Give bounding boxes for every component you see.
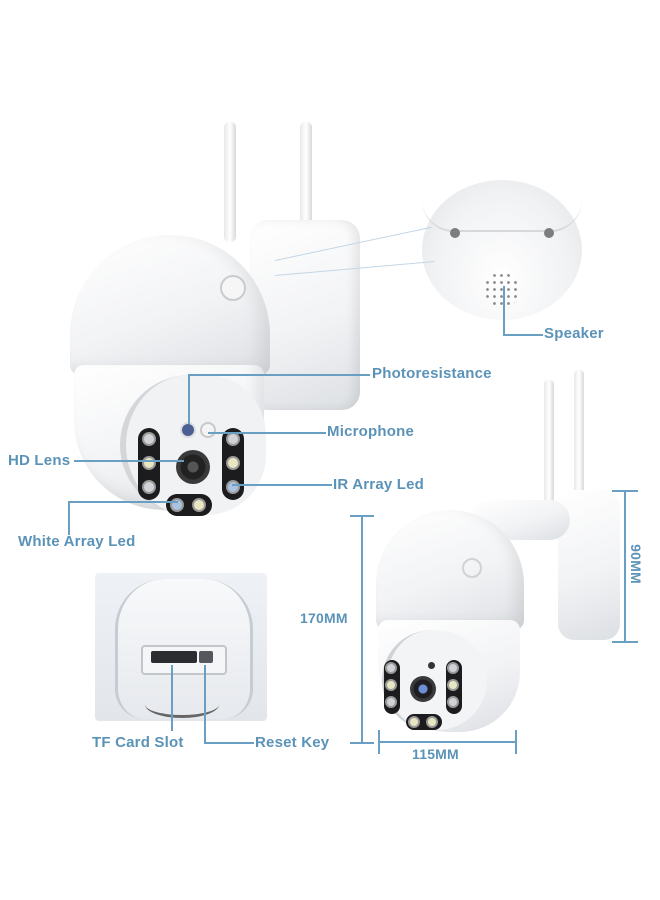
leader-line-speaker	[503, 334, 543, 336]
dimension-width-label: 115MM	[412, 746, 459, 762]
dimension-tick	[612, 641, 638, 643]
ir-led-icon	[142, 480, 156, 494]
dimension-camera-illustration	[370, 370, 620, 750]
dimension-height-label: 170MM	[300, 610, 348, 626]
leader-line-photoresistance	[188, 374, 190, 424]
label-tf-card-slot: TF Card Slot	[92, 734, 184, 751]
label-ir-array-led: IR Array Led	[333, 476, 425, 493]
leader-line-reset-key	[204, 665, 206, 743]
label-microphone: Microphone	[327, 423, 414, 440]
dimension-tick	[515, 730, 517, 754]
white-led-icon	[142, 456, 156, 470]
dimension-line-width	[378, 741, 516, 743]
inset-arc	[145, 691, 219, 718]
microphone-icon	[200, 422, 216, 438]
label-hd-lens: HD Lens	[8, 452, 71, 469]
camera-dome	[376, 510, 524, 630]
leader-line-ir-array-led	[232, 484, 332, 486]
wall-mount	[250, 220, 360, 410]
leader-line-white-array-led	[68, 501, 70, 535]
ir-led-icon	[385, 662, 397, 674]
leader-line-hd-lens	[74, 460, 184, 462]
white-led-icon	[447, 679, 459, 691]
leader-line-reset-key	[204, 742, 254, 744]
hd-lens-icon	[176, 450, 210, 484]
label-photoresistance: Photoresistance	[372, 365, 492, 382]
speaker-rim	[422, 200, 582, 232]
leader-line-speaker	[503, 286, 505, 336]
label-reset-key: Reset Key	[255, 734, 330, 751]
leader-line-photoresistance	[188, 374, 370, 376]
dimension-tick	[612, 490, 638, 492]
leader-line-microphone	[208, 432, 326, 434]
reset-key-icon	[199, 651, 213, 663]
ir-led-icon	[226, 480, 240, 494]
status-button-icon	[220, 275, 246, 301]
antenna-left	[224, 122, 236, 242]
screw-icon	[544, 228, 554, 238]
white-led-icon	[226, 456, 240, 470]
dimension-mount-label: 90MM	[627, 544, 644, 584]
ir-led-icon	[447, 696, 459, 708]
ir-led-icon	[226, 432, 240, 446]
antenna-right	[574, 370, 584, 540]
tf-card-slot-icon	[151, 651, 197, 663]
leader-line-white-array-led	[68, 501, 178, 503]
antenna-left	[544, 380, 554, 530]
photoresistor-icon	[428, 662, 435, 669]
white-led-icon	[192, 498, 206, 512]
label-white-array-led: White Array Led	[18, 533, 136, 550]
ir-led-icon	[447, 662, 459, 674]
dimension-line-mount	[624, 490, 626, 642]
dimension-tick	[350, 742, 374, 744]
dimension-tick	[350, 515, 374, 517]
dimension-line-height	[361, 515, 363, 743]
main-camera-illustration	[60, 110, 380, 530]
white-led-icon	[385, 679, 397, 691]
leader-line-tf-card-slot	[171, 665, 173, 731]
photoresistor-icon	[180, 422, 196, 438]
tf-card-inset	[95, 573, 267, 721]
hd-lens-icon	[410, 676, 436, 702]
ir-led-icon	[142, 432, 156, 446]
label-speaker: Speaker	[544, 325, 604, 342]
status-button-icon	[462, 558, 482, 578]
speaker-inset	[422, 180, 582, 320]
ir-led-icon	[385, 696, 397, 708]
white-led-icon	[408, 716, 420, 728]
dimension-tick	[378, 730, 380, 754]
screw-icon	[450, 228, 460, 238]
white-led-icon	[426, 716, 438, 728]
speaker-grille-icon	[484, 272, 520, 308]
camera-dome	[70, 235, 270, 375]
